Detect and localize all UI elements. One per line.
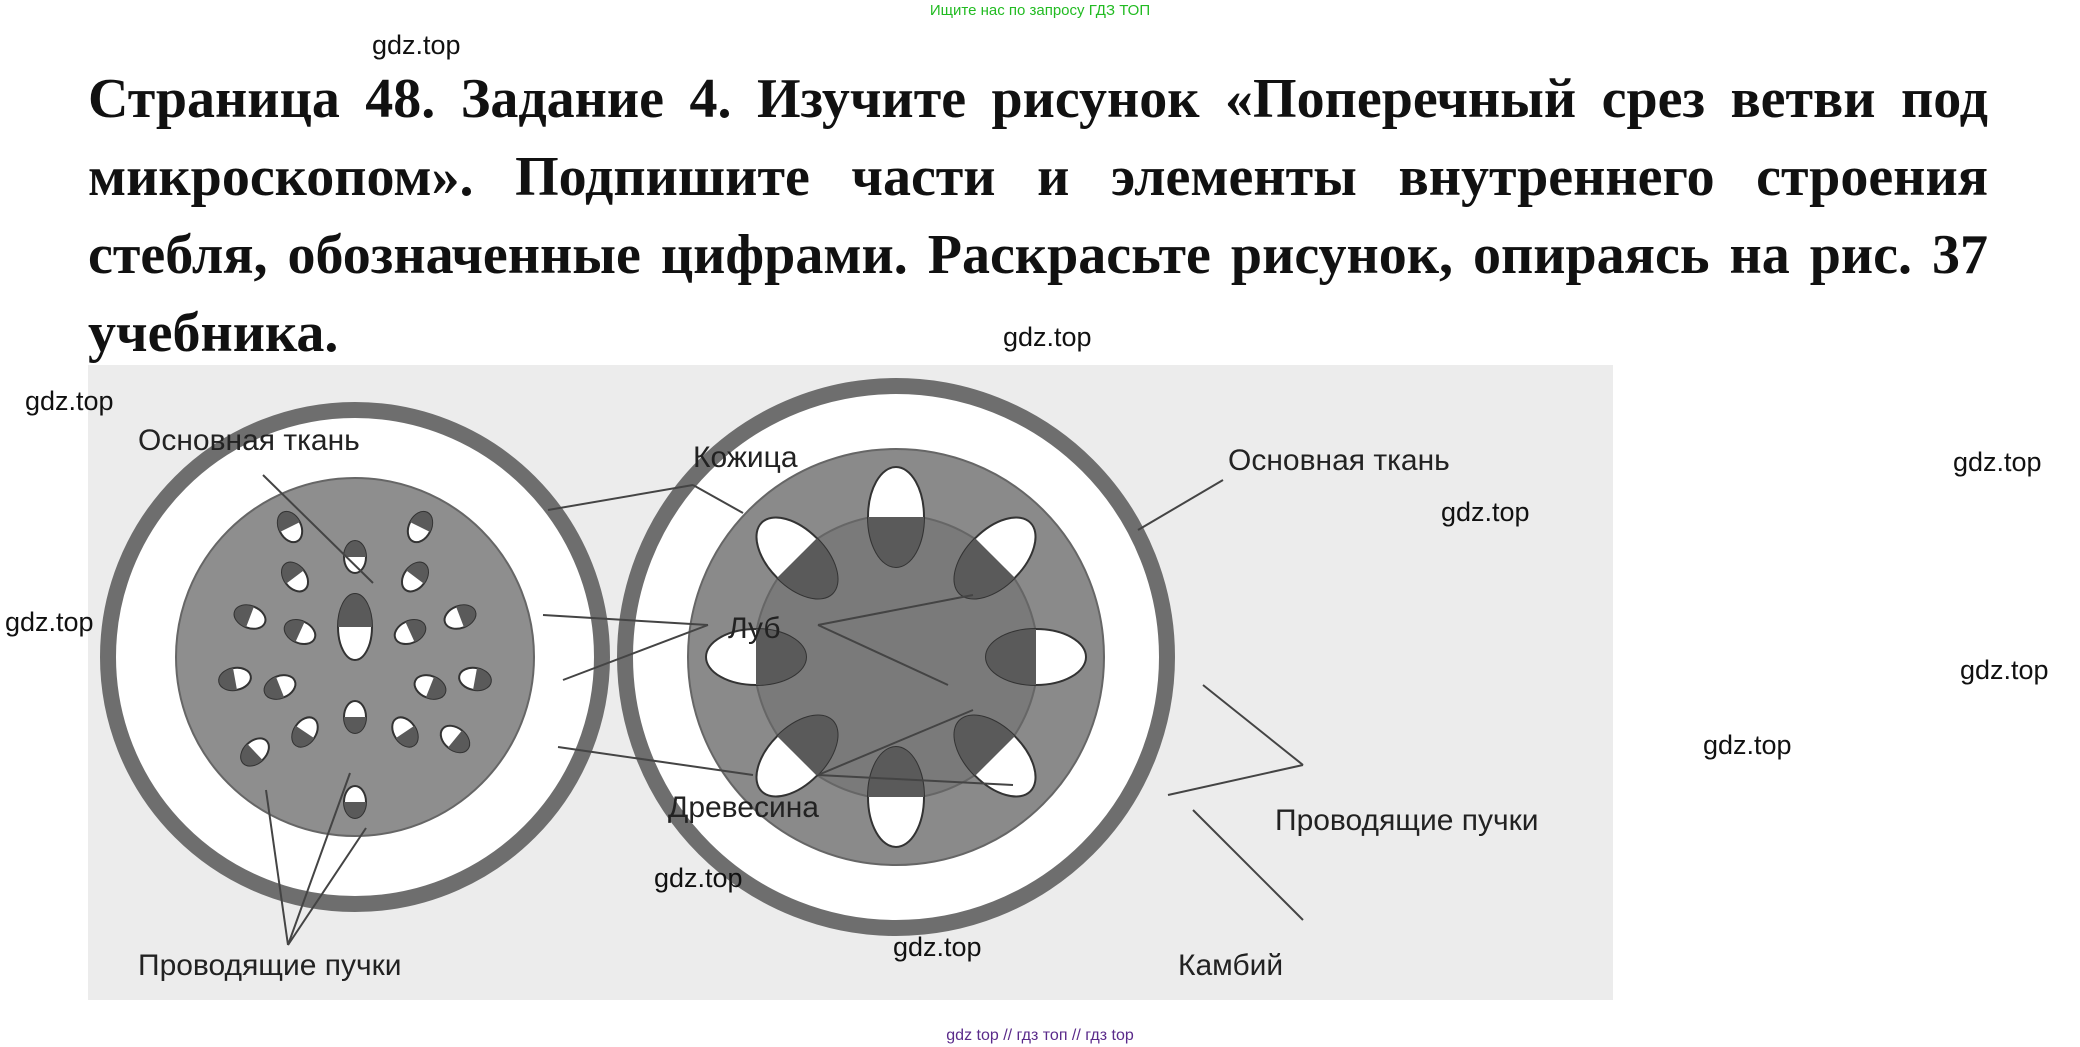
vascular-bundle — [280, 561, 310, 593]
vascular-bundle — [263, 674, 297, 700]
vascular-bundle — [233, 604, 267, 630]
top-banner[interactable]: Ищите нас по запросу ГДЗ ТОП — [929, 2, 1151, 19]
task-title-line-4: 37 учебника. — [88, 224, 1988, 364]
watermark: gdz.top — [654, 863, 743, 893]
vascular-bundle — [867, 466, 925, 568]
vascular-bundle — [953, 714, 1037, 798]
label-skin: Кожица — [693, 441, 798, 474]
vascular-bundle — [218, 666, 252, 692]
label-bundles-right: Проводящие пучки — [1275, 804, 1539, 837]
watermark: gdz.top — [25, 386, 114, 416]
vascular-bundle — [276, 510, 304, 544]
vascular-bundle — [391, 716, 419, 748]
monocot-vascular-bundles — [705, 466, 1087, 848]
vascular-bundle — [443, 604, 477, 630]
monocot-stem-section — [617, 378, 1175, 936]
stem-cross-section-diagram: Основная ткань Кожица Основная ткань Луб… — [88, 365, 1613, 1000]
watermark: gdz.top — [893, 932, 982, 962]
task-title: Страница 48. Задание 4. Изучите рисунок … — [88, 60, 1988, 372]
vascular-bundle — [337, 593, 373, 661]
label-xylem: Древесина — [668, 791, 819, 824]
label-cambium: Камбий — [1178, 949, 1283, 982]
task-title-line-1: Страница 48. Задание 4. Изучите рисунок … — [88, 68, 1988, 130]
watermark: gdz.top — [1960, 655, 2049, 685]
vascular-bundle — [458, 666, 492, 692]
task-title-line-2: микроскопом». Подпишите части и элементы… — [88, 146, 1988, 208]
vascular-bundle — [755, 516, 839, 600]
vascular-bundle — [343, 540, 367, 574]
vascular-bundle — [413, 674, 447, 700]
task-title-line-3: стебля, обозначенные цифрами. Раскрасьте… — [88, 224, 1912, 286]
watermark: gdz.top — [372, 30, 461, 60]
watermark: gdz.top — [1953, 447, 2042, 477]
vascular-bundle — [400, 561, 430, 593]
watermark: gdz.top — [1441, 497, 1530, 527]
watermark: gdz.top — [5, 607, 94, 637]
watermark: gdz.top — [1003, 322, 1092, 352]
vascular-bundle — [406, 510, 434, 544]
vascular-bundle — [953, 516, 1037, 600]
dicot-vascular-bundles — [218, 510, 492, 819]
watermark: gdz.top — [1703, 730, 1792, 760]
label-ground-tissue-right: Основная ткань — [1228, 444, 1450, 477]
leader-lines — [262, 474, 1304, 946]
label-bundles-left: Проводящие пучки — [138, 949, 402, 982]
vascular-bundle — [240, 737, 270, 767]
vascular-bundle — [343, 785, 367, 819]
vascular-bundle — [393, 618, 427, 646]
vascular-bundle — [439, 724, 471, 754]
vascular-bundle — [291, 716, 319, 748]
vascular-bundle — [755, 714, 839, 798]
vascular-bundle — [985, 628, 1087, 686]
vascular-bundle — [867, 746, 925, 848]
vascular-bundle — [343, 700, 367, 734]
label-ground-tissue-left: Основная ткань — [138, 424, 360, 457]
dicot-stem-section — [100, 402, 610, 912]
footer-links[interactable]: gdz top // гдз топ // гдз top — [946, 1027, 1134, 1044]
label-phloem: Луб — [728, 612, 781, 645]
vascular-bundle — [283, 618, 317, 646]
vascular-bundle — [705, 628, 807, 686]
